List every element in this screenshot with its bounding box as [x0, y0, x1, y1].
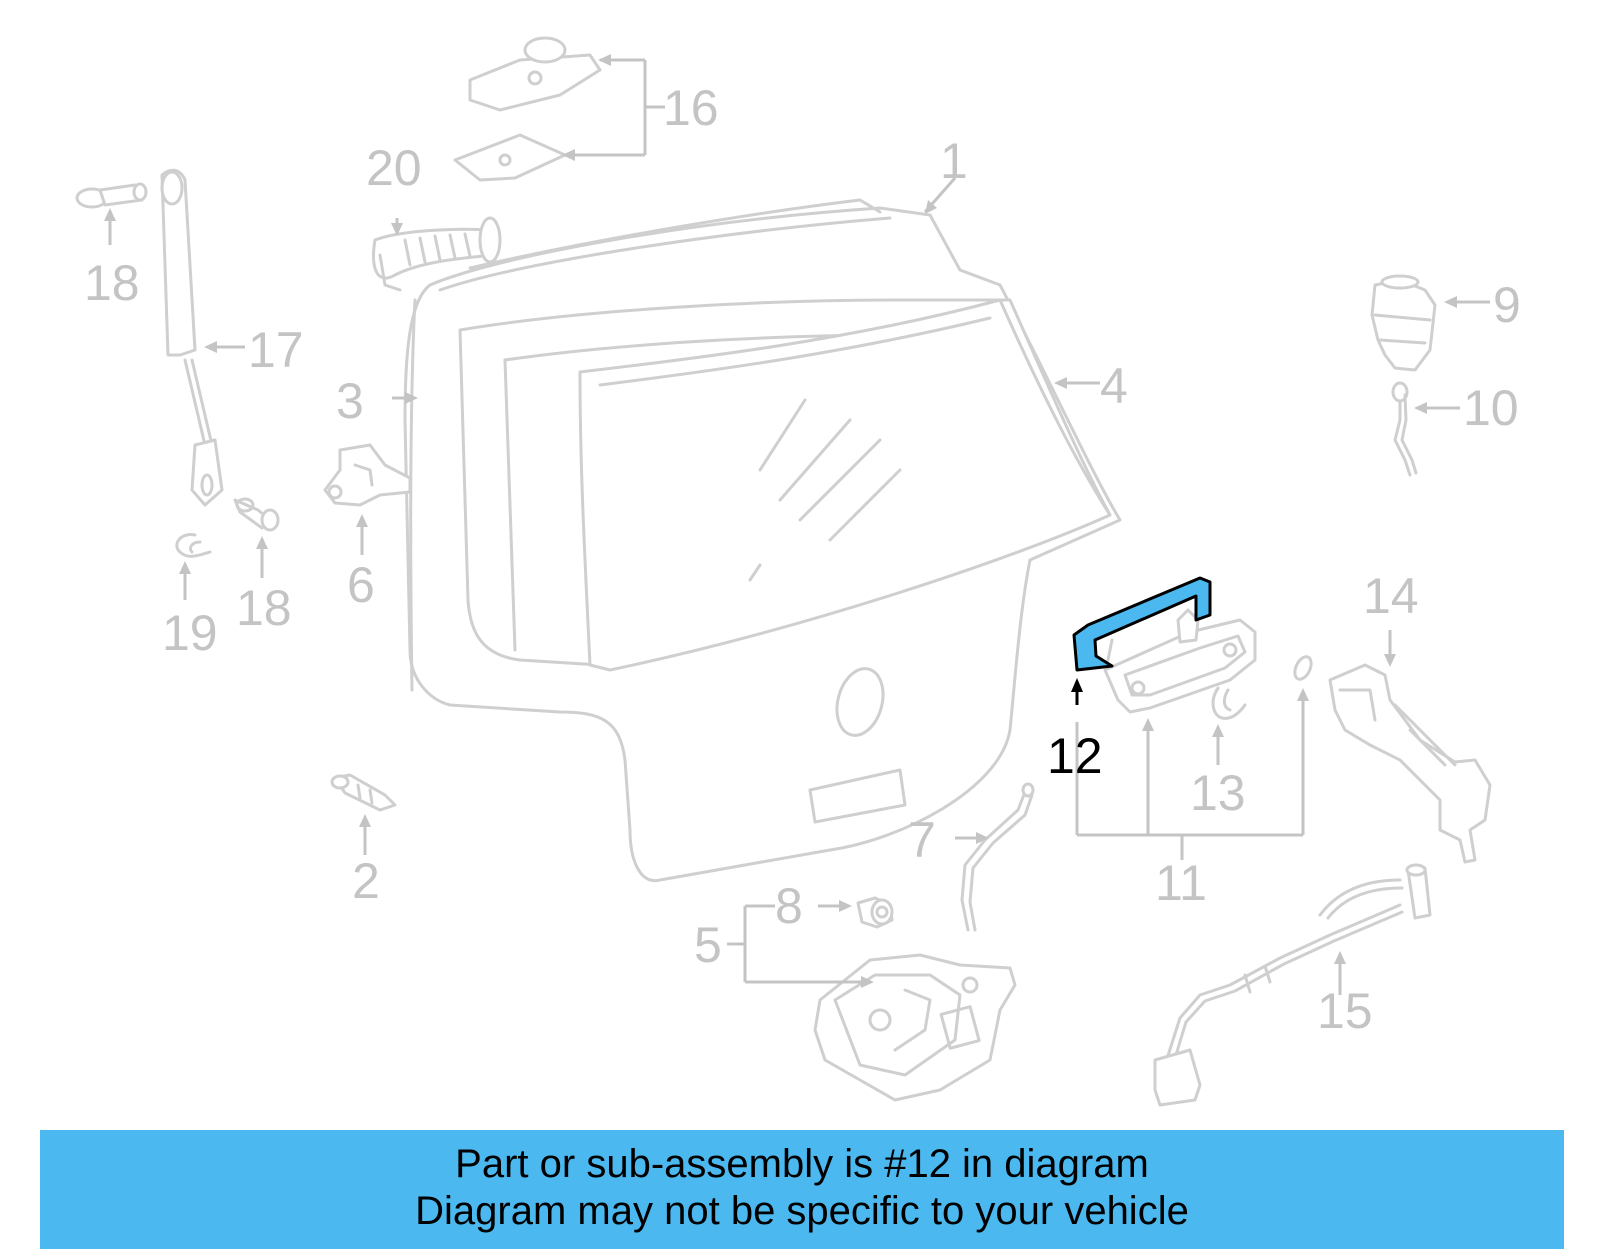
- part-8-bolt: [818, 896, 894, 929]
- callout-4: 4: [1100, 358, 1128, 414]
- callout-1: 1: [940, 133, 968, 189]
- callout-7: 7: [908, 812, 936, 868]
- info-banner: Part or sub-assembly is #12 in diagram D…: [40, 1130, 1564, 1249]
- callout-19: 19: [162, 605, 218, 661]
- part-18-ball-stud-top: [75, 182, 148, 245]
- part-10-rod: [1391, 381, 1460, 477]
- part-9-actuator: [1370, 274, 1490, 372]
- callout-18-top: 18: [84, 255, 140, 311]
- callout-2: 2: [352, 853, 380, 909]
- part-13-clip: [1211, 686, 1247, 765]
- callout-14: 14: [1363, 568, 1419, 624]
- part-6-striker: [323, 443, 412, 555]
- banner-line-1: Part or sub-assembly is #12 in diagram: [455, 1142, 1149, 1186]
- callout-11: 11: [1155, 855, 1207, 911]
- callout-16: 16: [663, 80, 719, 136]
- callout-3: 3: [336, 373, 364, 429]
- part-7-lock-rod: [955, 782, 1035, 932]
- callout-13: 13: [1190, 765, 1246, 821]
- liftgate-assembly: [392, 177, 1122, 883]
- callout-8: 8: [775, 878, 803, 934]
- callout-6: 6: [347, 557, 375, 613]
- part-15-cable: [1153, 863, 1432, 1107]
- banner-line-2: Diagram may not be specific to your vehi…: [415, 1189, 1189, 1233]
- part-5-latch: [727, 904, 1017, 1102]
- callout-labels: 1 2 3 4 5 6 7 8 9 10 11 12 13 14 15 16 1…: [84, 80, 1521, 1039]
- part-2-bumper: [330, 773, 397, 855]
- part-17-strut: [160, 168, 245, 507]
- part-11-handle: [1075, 608, 1313, 860]
- callout-20: 20: [366, 140, 422, 196]
- callout-5: 5: [694, 917, 722, 973]
- part-14-lock-cylinder: [1328, 630, 1492, 864]
- part-16-hinge: [453, 36, 665, 182]
- callout-15: 15: [1317, 983, 1373, 1039]
- part-19-clip: [175, 533, 212, 600]
- callout-18-lower: 18: [236, 580, 292, 636]
- callout-10: 10: [1463, 380, 1519, 436]
- callout-9: 9: [1493, 277, 1521, 333]
- part-12-gasket-highlighted: [1071, 576, 1212, 705]
- part-18-ball-stud-lower: [233, 497, 280, 578]
- callout-17: 17: [248, 322, 304, 378]
- part-20-grommet: [372, 216, 502, 292]
- callout-12: 12: [1047, 728, 1103, 784]
